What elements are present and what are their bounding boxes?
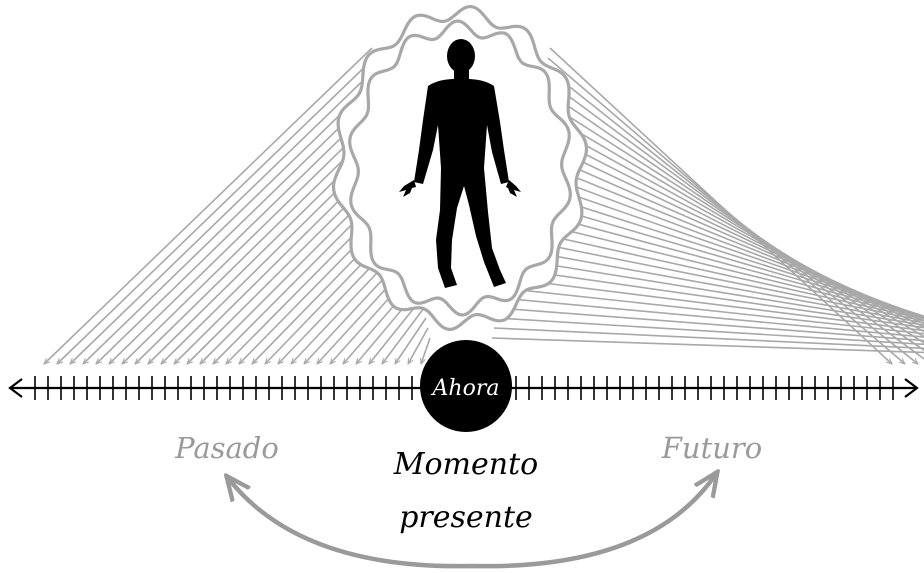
converging-arrow xyxy=(507,257,924,326)
converging-arrow xyxy=(527,157,924,320)
converging-arrow xyxy=(109,97,383,364)
converging-arrow xyxy=(96,87,381,364)
timeline-ticks xyxy=(34,376,894,400)
converging-arrow xyxy=(517,207,924,318)
now-circle xyxy=(420,340,512,432)
converging-arrow xyxy=(511,237,924,322)
converging-arrow xyxy=(505,267,924,329)
converging-arrow xyxy=(495,317,924,346)
converging-arrow xyxy=(515,217,924,319)
present-moment-line1: Momento xyxy=(393,447,538,482)
converging-arrow xyxy=(407,327,429,364)
converging-arrow xyxy=(57,57,375,364)
converging-arrow xyxy=(513,227,924,320)
converging-arrow xyxy=(122,107,385,364)
converging-arrow xyxy=(519,197,924,318)
converging-arrow xyxy=(525,167,924,319)
arrow-right-icon xyxy=(904,378,919,398)
converging-arrow xyxy=(499,297,924,338)
converging-arrow xyxy=(503,277,924,332)
now-label: Ahora xyxy=(431,376,500,401)
converging-arrow xyxy=(521,187,924,318)
converging-arrow xyxy=(83,77,379,364)
converging-arrow xyxy=(395,317,427,364)
converging-arrow xyxy=(382,307,425,364)
converging-arrow xyxy=(523,177,924,318)
future-label: Futuro xyxy=(661,431,762,465)
converging-arrow xyxy=(531,137,924,325)
converging-arrow xyxy=(70,67,377,364)
converging-arrow xyxy=(44,47,373,364)
human-silhouette-icon xyxy=(399,39,521,288)
converging-arrow xyxy=(421,337,431,364)
converging-arrow xyxy=(491,337,924,354)
cycle-arrow xyxy=(228,474,716,569)
converging-arrow xyxy=(501,287,924,335)
future-converging-arrows xyxy=(491,47,924,364)
present-moment-line2: presente xyxy=(399,500,533,535)
converging-arrow xyxy=(529,147,924,322)
arrow-left-icon xyxy=(8,378,23,398)
converging-arrow xyxy=(509,247,924,324)
converging-arrow xyxy=(493,327,924,350)
converging-arrow xyxy=(497,307,924,342)
past-label: Pasado xyxy=(174,431,279,465)
